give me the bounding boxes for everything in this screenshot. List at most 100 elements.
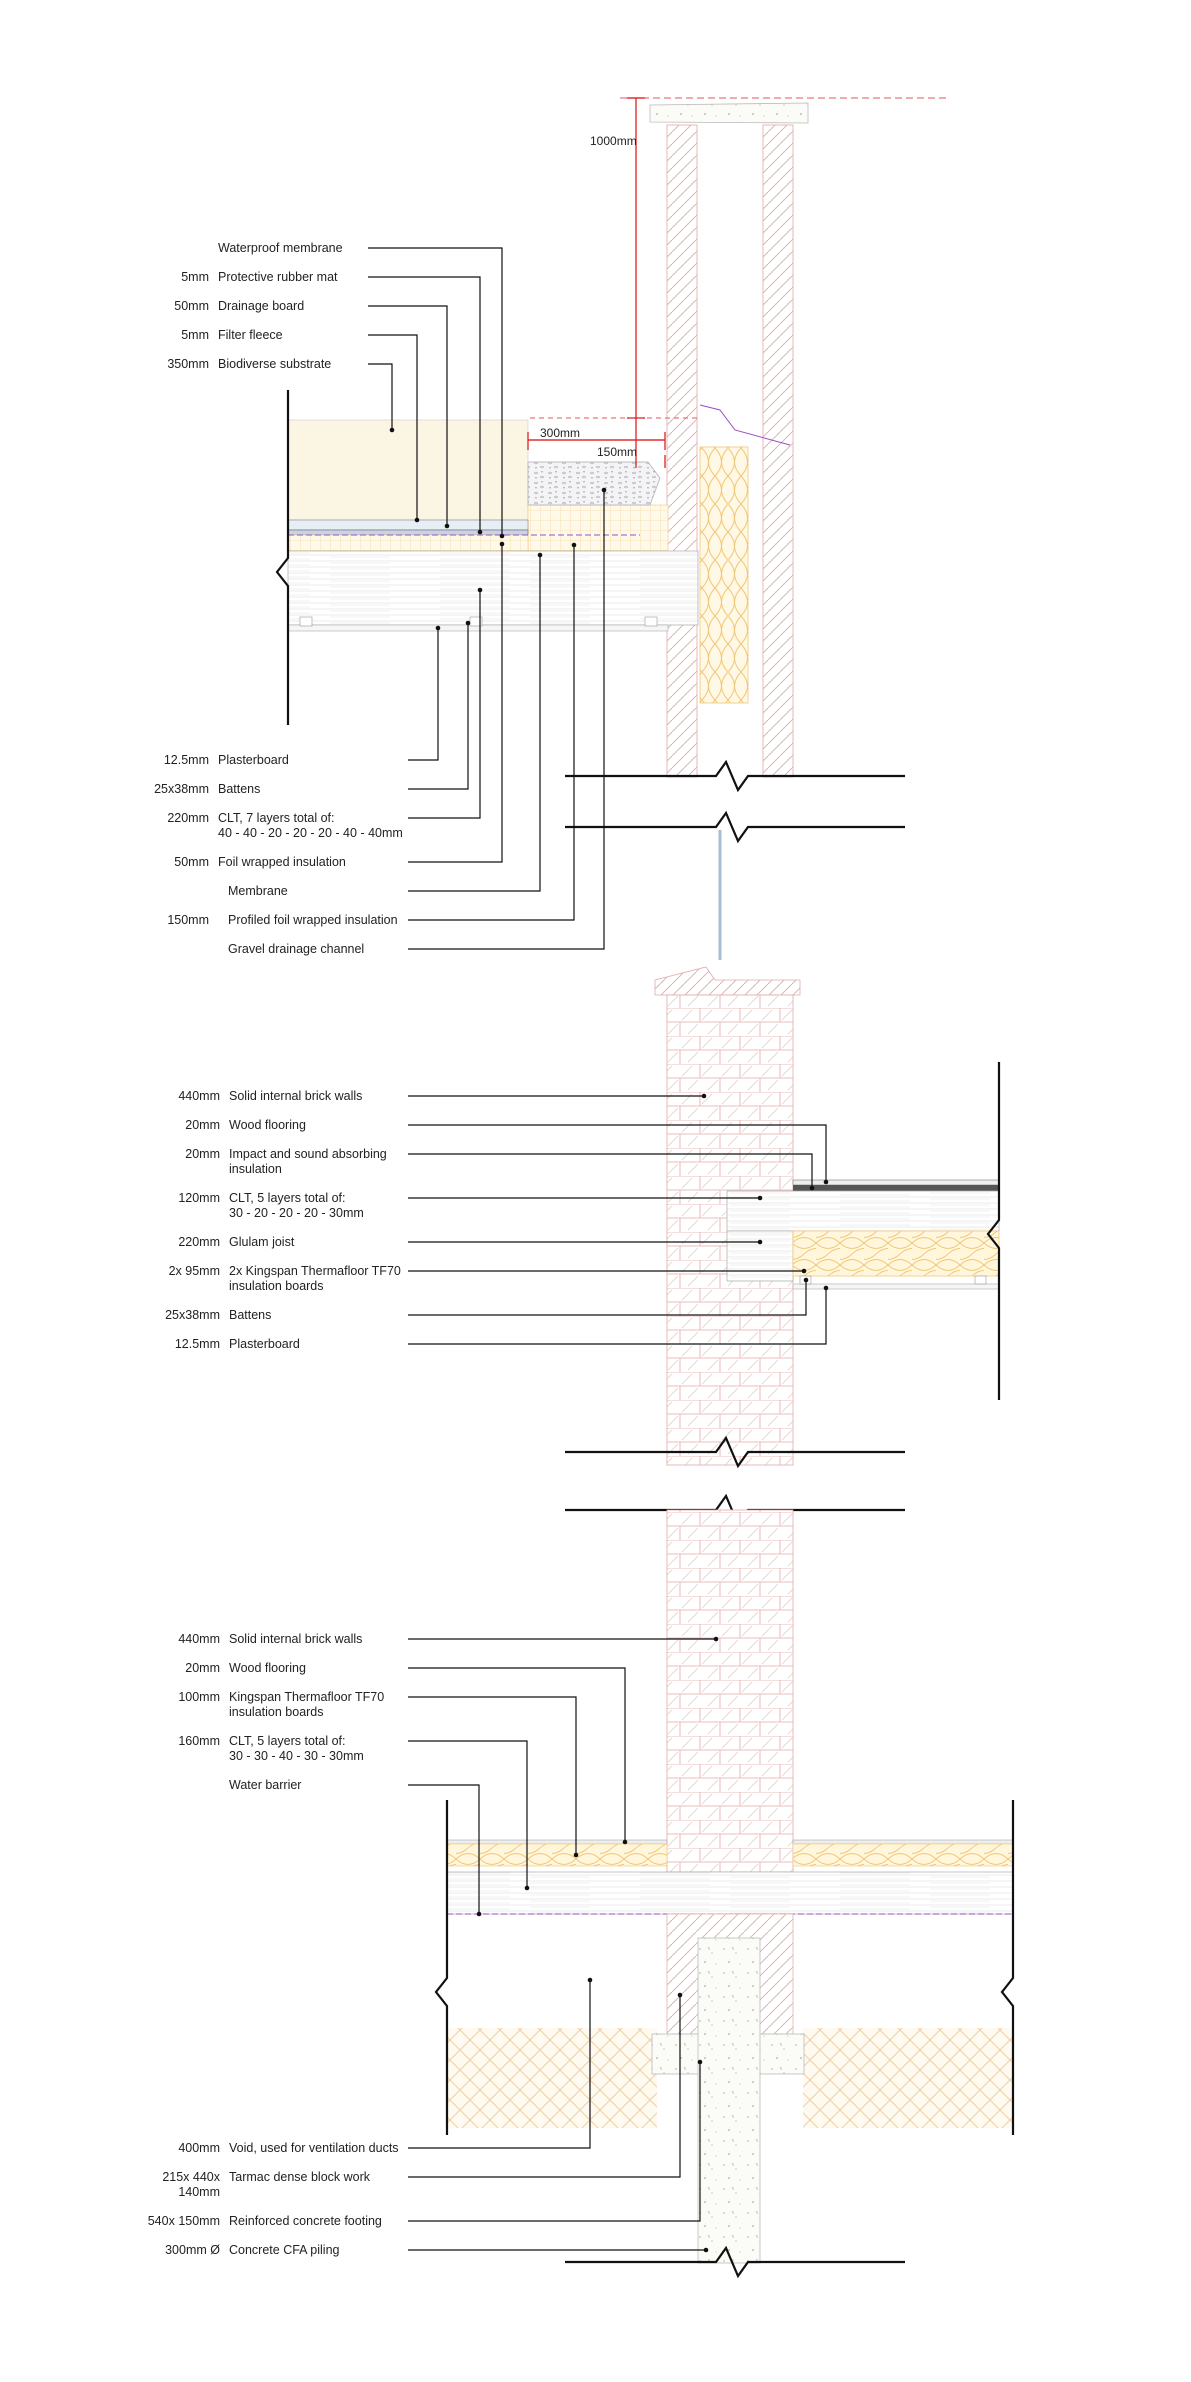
ground-earth-left bbox=[447, 2028, 657, 2128]
break-line-1 bbox=[565, 759, 905, 793]
svg-text:20mm: 20mm bbox=[185, 1147, 220, 1161]
ground-detail bbox=[434, 1509, 1015, 2279]
roof-detail: 1000mm 300mm 150mm bbox=[275, 97, 950, 960]
break-line-3 bbox=[565, 1435, 905, 1469]
profiled-insulation bbox=[527, 504, 669, 552]
svg-text:Protective rubber mat: Protective rubber mat bbox=[218, 270, 338, 284]
svg-text:Drainage board: Drainage board bbox=[218, 299, 304, 313]
svg-text:Battens: Battens bbox=[229, 1308, 271, 1322]
svg-text:Tarmac dense block work: Tarmac dense block work bbox=[229, 2170, 371, 2184]
svg-text:160mm: 160mm bbox=[178, 1734, 220, 1748]
svg-text:CLT, 5 layers total of:: CLT, 5 layers total of: bbox=[229, 1734, 346, 1748]
svg-text:Plasterboard: Plasterboard bbox=[229, 1337, 300, 1351]
label-floor-plasterboard: 12.5mm Plasterboard bbox=[175, 1285, 829, 1351]
label-floor-clt: 120mm CLT, 5 layers total of: 30 - 20 - … bbox=[178, 1191, 763, 1220]
svg-text:20mm: 20mm bbox=[185, 1661, 220, 1675]
svg-text:12.5mm: 12.5mm bbox=[164, 753, 209, 767]
svg-text:Wood flooring: Wood flooring bbox=[229, 1661, 306, 1675]
svg-text:300mm Ø: 300mm Ø bbox=[165, 2243, 220, 2257]
svg-text:215x 440x: 215x 440x bbox=[162, 2170, 220, 2184]
drainage-board bbox=[287, 519, 529, 531]
svg-text:Glulam joist: Glulam joist bbox=[229, 1235, 295, 1249]
svg-text:30 - 20 - 20 - 20 - 30mm: 30 - 20 - 20 - 20 - 30mm bbox=[229, 1206, 364, 1220]
label-ground-wood: 20mm Wood flooring bbox=[185, 1661, 628, 1845]
gravel-channel bbox=[527, 461, 661, 506]
svg-text:2x 95mm: 2x 95mm bbox=[169, 1264, 220, 1278]
protective-mat bbox=[287, 529, 529, 536]
dim-parapet-height: 1000mm bbox=[590, 134, 637, 148]
parapet-coping bbox=[649, 102, 809, 124]
floor-clt bbox=[726, 1190, 1000, 1232]
label-ground-insulation: 100mm Kingspan Thermafloor TF70 insulati… bbox=[178, 1690, 579, 1858]
label-glulam-joist: 220mm Glulam joist bbox=[178, 1235, 763, 1249]
cfa-pile bbox=[697, 1937, 761, 2264]
svg-text:440mm: 440mm bbox=[178, 1089, 220, 1103]
foil-insulation-layer bbox=[287, 534, 529, 552]
svg-text:25x38mm: 25x38mm bbox=[165, 1308, 220, 1322]
svg-text:Reinforced concrete footing: Reinforced concrete footing bbox=[229, 2214, 382, 2228]
ground-insulation-right bbox=[792, 1843, 1014, 1867]
svg-text:Concrete CFA piling: Concrete CFA piling bbox=[229, 2243, 340, 2257]
cavity-insulation bbox=[699, 446, 749, 704]
svg-text:Impact and sound absorbing: Impact and sound absorbing bbox=[229, 1147, 387, 1161]
impact-insulation bbox=[793, 1185, 999, 1191]
biodiverse-substrate bbox=[287, 419, 529, 521]
svg-text:140mm: 140mm bbox=[178, 2185, 220, 2199]
svg-text:Profiled foil wrapped insulati: Profiled foil wrapped insulation bbox=[228, 913, 398, 927]
parapet-outer-brick bbox=[762, 124, 794, 778]
svg-text:440mm: 440mm bbox=[178, 1632, 220, 1646]
svg-text:Biodiverse substrate: Biodiverse substrate bbox=[218, 357, 331, 371]
svg-text:220mm: 220mm bbox=[178, 1235, 220, 1249]
label-profiled-insulation: 150mm Profiled foil wrapped insulation bbox=[167, 542, 577, 927]
label-gravel-channel: Gravel drainage channel bbox=[228, 487, 607, 956]
svg-text:150mm: 150mm bbox=[167, 913, 209, 927]
svg-text:100mm: 100mm bbox=[178, 1690, 220, 1704]
roof-clt-slab bbox=[287, 550, 699, 626]
svg-text:Wood flooring: Wood flooring bbox=[229, 1118, 306, 1132]
svg-text:insulation boards: insulation boards bbox=[229, 1705, 324, 1719]
ground-wood-flooring-right bbox=[792, 1839, 1014, 1845]
svg-text:20mm: 20mm bbox=[185, 1118, 220, 1132]
floor-labels: 440mm Solid internal brick walls 20mm Wo… bbox=[165, 1089, 829, 1351]
svg-text:Water barrier: Water barrier bbox=[229, 1778, 301, 1792]
ground-wood-flooring bbox=[446, 1839, 668, 1845]
svg-text:50mm: 50mm bbox=[174, 855, 209, 869]
svg-text:220mm: 220mm bbox=[167, 811, 209, 825]
label-water-barrier: Water barrier bbox=[229, 1778, 482, 1917]
break-line-2 bbox=[565, 810, 905, 844]
svg-text:540x 150mm: 540x 150mm bbox=[148, 2214, 220, 2228]
label-substrate: 350mm Biodiverse substrate bbox=[167, 357, 395, 433]
parapet-inner-brick bbox=[666, 124, 698, 778]
floor-detail bbox=[565, 966, 1001, 1527]
dim-drain-width: 300mm bbox=[540, 426, 580, 440]
label-waterproof-membrane: Waterproof membrane bbox=[218, 241, 505, 539]
label-foil-insulation: 50mm Foil wrapped insulation bbox=[174, 541, 505, 869]
svg-text:5mm: 5mm bbox=[181, 328, 209, 342]
label-roof-membrane: Membrane bbox=[228, 552, 543, 898]
svg-text:Battens: Battens bbox=[218, 782, 260, 796]
svg-text:CLT, 5 layers total of:: CLT, 5 layers total of: bbox=[229, 1191, 346, 1205]
break-line-5 bbox=[565, 2245, 905, 2279]
svg-text:Kingspan Thermafloor TF70: Kingspan Thermafloor TF70 bbox=[229, 1690, 384, 1704]
label-floor-impact: 20mm Impact and sound absorbing insulati… bbox=[185, 1147, 815, 1191]
svg-text:Gravel drainage channel: Gravel drainage channel bbox=[228, 942, 364, 956]
svg-text:Filter fleece: Filter fleece bbox=[218, 328, 283, 342]
svg-text:CLT, 7 layers total of:: CLT, 7 layers total of: bbox=[218, 811, 335, 825]
label-roof-battens: 25x38mm Battens bbox=[154, 620, 471, 796]
label-roof-clt: 220mm CLT, 7 layers total of: 40 - 40 - … bbox=[167, 587, 483, 840]
svg-text:Void, used for ventilation duc: Void, used for ventilation ducts bbox=[229, 2141, 399, 2155]
label-floor-brick-wall: 440mm Solid internal brick walls bbox=[178, 1089, 707, 1103]
svg-text:Solid internal brick walls: Solid internal brick walls bbox=[229, 1089, 362, 1103]
svg-text:Plasterboard: Plasterboard bbox=[218, 753, 289, 767]
svg-text:Foil wrapped insulation: Foil wrapped insulation bbox=[218, 855, 346, 869]
svg-text:30 - 30 - 40 - 30 - 30mm: 30 - 30 - 40 - 30 - 30mm bbox=[229, 1749, 364, 1763]
label-floor-insulation: 2x 95mm 2x Kingspan Thermafloor TF70 ins… bbox=[169, 1264, 807, 1293]
svg-text:Waterproof membrane: Waterproof membrane bbox=[218, 241, 343, 255]
ground-insulation bbox=[446, 1843, 668, 1867]
roof-dimensions: 1000mm 300mm 150mm bbox=[527, 97, 950, 468]
label-ground-brick-wall: 440mm Solid internal brick walls bbox=[178, 1632, 719, 1646]
label-pile: 300mm Ø Concrete CFA piling bbox=[165, 2243, 709, 2257]
ground-labels: 440mm Solid internal brick walls 20mm Wo… bbox=[148, 1632, 719, 2257]
label-blockwork: 215x 440x 140mm Tarmac dense block work bbox=[162, 1992, 683, 2199]
label-filter-fleece: 5mm Filter fleece bbox=[181, 328, 420, 523]
